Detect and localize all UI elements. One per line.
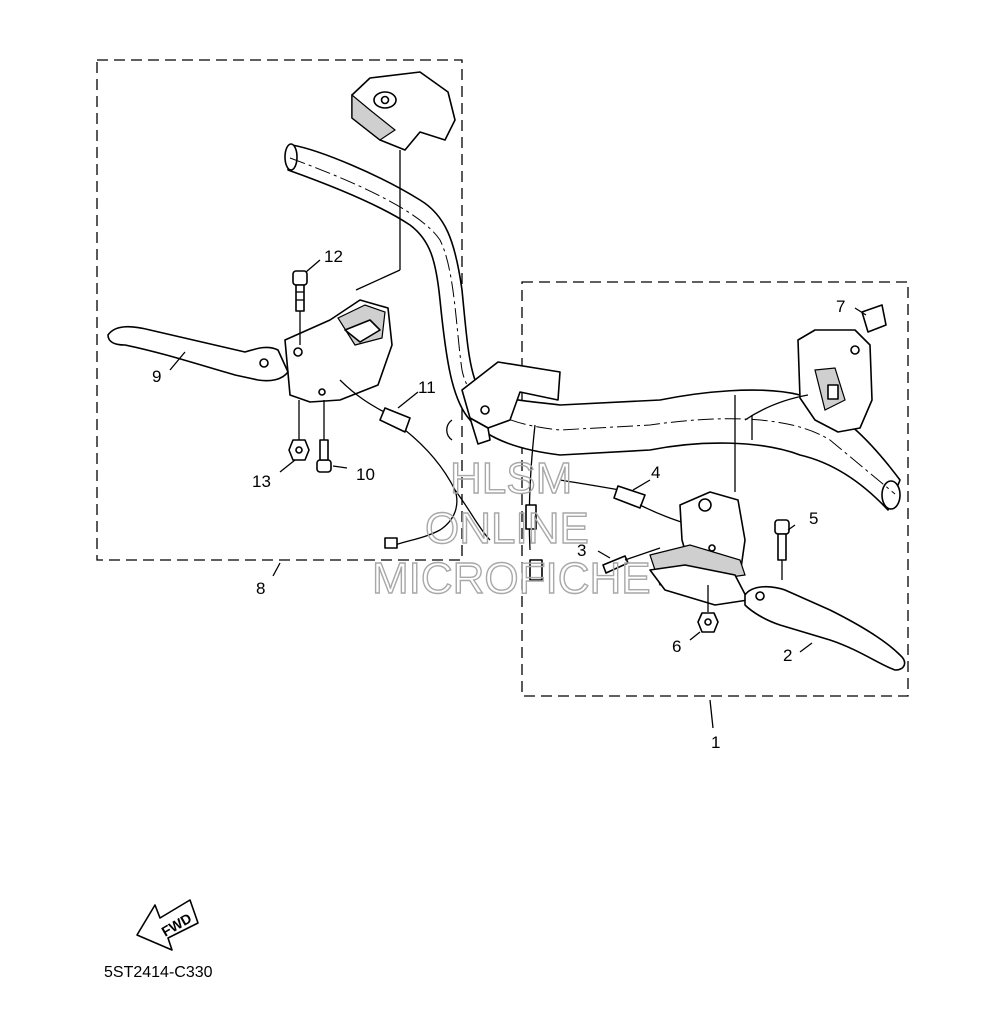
callout-9: 9 — [152, 367, 161, 386]
left-lever-perch — [284, 299, 393, 403]
callout-11: 11 — [418, 378, 436, 397]
callout-7: 7 — [836, 297, 845, 316]
right-switch-housing — [797, 329, 873, 433]
mount-bracket — [446, 361, 561, 445]
right-switch-wire — [525, 394, 809, 581]
callout-1: 1 — [711, 733, 720, 752]
right-lever — [744, 585, 906, 671]
bolt-12 — [292, 270, 308, 312]
callout-2: 2 — [783, 646, 792, 665]
watermark-line-1: HLSM — [450, 454, 572, 503]
callout-13: 13 — [252, 472, 271, 491]
watermark: HLSM ONLINE MICROFICHE — [371, 453, 651, 603]
watermark-line-3: MICROFICHE — [372, 554, 651, 603]
callout-12: 12 — [324, 247, 343, 266]
callout-6: 6 — [672, 637, 681, 656]
callout-4: 4 — [651, 463, 660, 482]
nut-6 — [697, 612, 719, 633]
watermark-line-2: ONLINE — [425, 504, 589, 553]
callout-3: 3 — [577, 541, 586, 560]
nut-13 — [288, 439, 310, 461]
drawing-number: 5ST2414-C330 — [104, 964, 213, 981]
bolt-5 — [774, 519, 790, 561]
left-switch-cover — [351, 71, 456, 151]
screw-3 — [602, 555, 629, 574]
fwd-arrow-icon: FWD — [136, 899, 199, 951]
right-lever-perch — [649, 491, 749, 606]
callout-8: 8 — [256, 579, 265, 598]
right-assembly-box — [521, 281, 909, 697]
callout-10: 10 — [356, 465, 375, 484]
callout-5: 5 — [809, 509, 818, 528]
left-switch-wire — [339, 379, 491, 549]
bolt-10 — [316, 439, 332, 473]
left-lever — [107, 325, 289, 382]
plug-7 — [861, 304, 887, 333]
